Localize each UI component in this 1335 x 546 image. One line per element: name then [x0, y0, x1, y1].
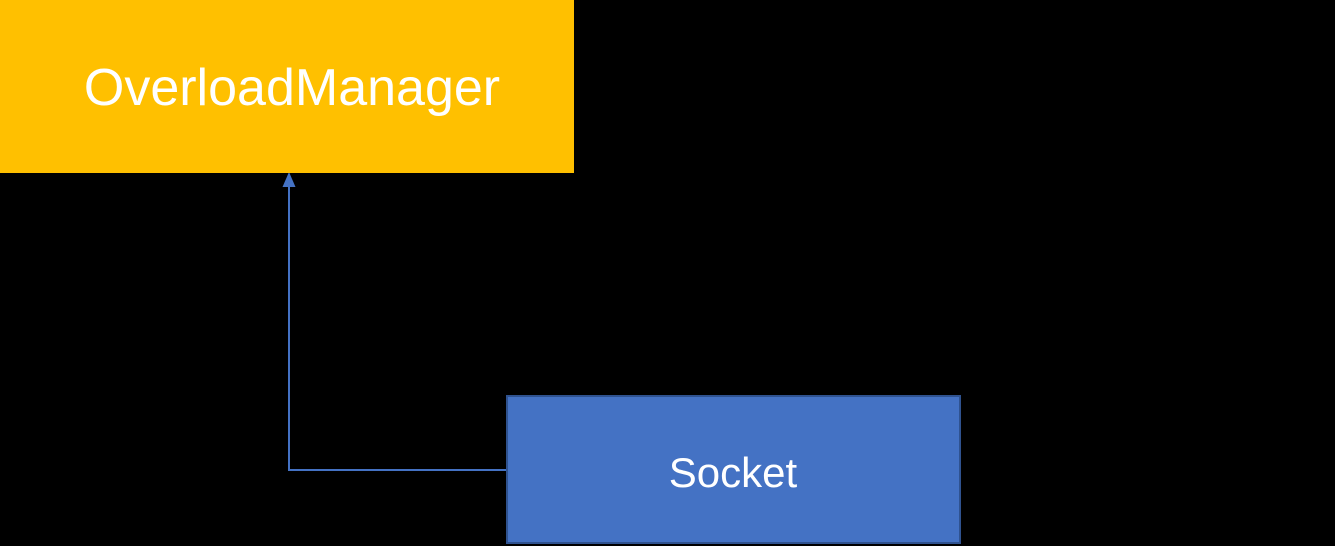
connector-line: [288, 186, 507, 471]
node-socket-label: Socket: [669, 449, 798, 496]
node-overload-manager[interactable]: [0, 0, 574, 173]
node-socket[interactable]: [506, 395, 961, 544]
connector-arrowhead: [282, 172, 296, 187]
node-overload-manager-label: OverloadManager: [84, 59, 500, 117]
